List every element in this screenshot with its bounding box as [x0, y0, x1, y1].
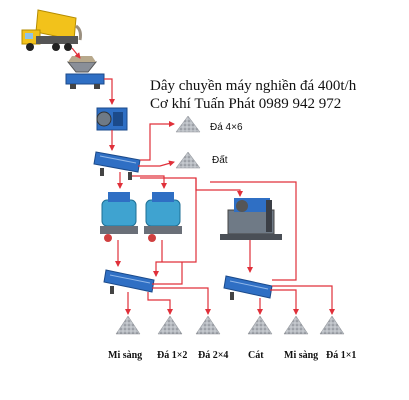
- company-line: Cơ khí Tuấn Phát 0989 942 972: [150, 96, 342, 112]
- flow-screen-to-dat: [138, 160, 175, 167]
- stockpile-da-1x1-icon: [319, 315, 345, 335]
- stockpile-dat-icon: [175, 151, 201, 169]
- label-da-1x2: Đá 1×2: [157, 350, 188, 361]
- flow-to-da-1x2: [147, 292, 173, 315]
- flow-screen-2-return: [152, 262, 183, 285]
- flow-to-da-2x4: [152, 287, 211, 315]
- label-dat: Đất: [212, 155, 228, 166]
- label-mi-sang-2: Mi sàng: [284, 350, 319, 361]
- flow-screen-to-screen-2: [140, 177, 197, 277]
- cone-crusher-1-icon: [100, 192, 138, 242]
- flow-screen-to-cone-2: [132, 175, 167, 189]
- stockpile-mi-sang-2-icon: [283, 315, 309, 335]
- flow-to-da-1x1: [272, 285, 335, 315]
- sand-making-machine-icon: [220, 198, 282, 240]
- flow-truck-to-hopper: [71, 47, 81, 59]
- label-mi-sang-1: Mi sàng: [108, 350, 143, 361]
- vibrating-feeder-icon: [65, 73, 105, 89]
- diagram-title: Dây chuyền máy nghiền đá 400t/h: [150, 78, 357, 94]
- vibrating-screen-1-icon: [93, 151, 141, 180]
- stockpile-da-1x2-icon: [157, 315, 183, 335]
- stockpile-mi-sang-1-icon: [115, 315, 141, 335]
- jaw-crusher-icon: [96, 107, 128, 131]
- flow-to-mi-sang-2: [270, 289, 299, 315]
- stockpile-da-2x4-icon: [195, 315, 221, 335]
- vibrating-screen-2-icon: [103, 269, 155, 294]
- label-da-4x6: Đá 4×6: [210, 122, 243, 133]
- flow-feeder-to-jaw: [104, 78, 115, 105]
- vibrating-screen-3-icon: [223, 275, 273, 300]
- hopper-icon: [66, 56, 98, 73]
- flow-screen-3-return: [210, 181, 297, 281]
- label-da-2x4: Đá 2×4: [198, 350, 229, 361]
- cone-crusher-2-icon: [144, 192, 182, 242]
- flow-to-sand-machine: [195, 178, 243, 197]
- dump-truck-icon: [21, 9, 82, 51]
- flow-lines: [71, 47, 335, 315]
- stockpile-da-4x6-icon: [175, 115, 201, 133]
- label-cat: Cát: [248, 350, 264, 361]
- flow-screen-to-4x6: [140, 121, 175, 161]
- stockpile-cat-icon: [247, 315, 273, 335]
- label-da-1x1: Đá 1×1: [326, 350, 357, 361]
